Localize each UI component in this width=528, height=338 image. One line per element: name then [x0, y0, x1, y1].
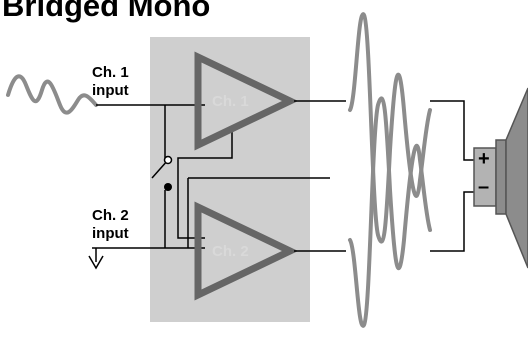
ch1-amplifier [194, 51, 299, 151]
speaker-minus-wire [430, 191, 476, 252]
ground-symbol [88, 248, 104, 270]
ch2-input-label-line1: Ch. 2 [92, 207, 129, 224]
speaker-cone [505, 87, 528, 269]
diagram-title: Bridged Mono [2, 0, 211, 23]
ch1-input-label: Ch. 1 input [92, 64, 129, 100]
switch-contact-closed [164, 183, 172, 191]
ch1-amplifier-label: Ch. 1 [212, 93, 249, 110]
speaker-minus-symbol: – [478, 176, 490, 198]
input-waveform [6, 74, 98, 115]
speaker-plus-symbol: + [478, 148, 490, 170]
switch-contact-open [163, 155, 173, 165]
ch2-amplifier-label: Ch. 2 [212, 243, 249, 260]
ch2-output-waveform [348, 96, 432, 328]
speaker-plus-wire [430, 100, 476, 161]
amplifier-panel [150, 37, 310, 322]
internal-bridge-wire [177, 128, 233, 248]
ch2-input-label-line2: input [92, 225, 129, 242]
ch2-input-label: Ch. 2 input [92, 207, 129, 243]
ch1-input-label-line2: input [92, 82, 129, 99]
ch2-amplifier [194, 201, 299, 301]
ch1-output-waveform [348, 12, 432, 244]
speaker-magnet [495, 139, 507, 215]
speaker [473, 87, 528, 269]
ch1-input-label-line1: Ch. 1 [92, 64, 129, 81]
